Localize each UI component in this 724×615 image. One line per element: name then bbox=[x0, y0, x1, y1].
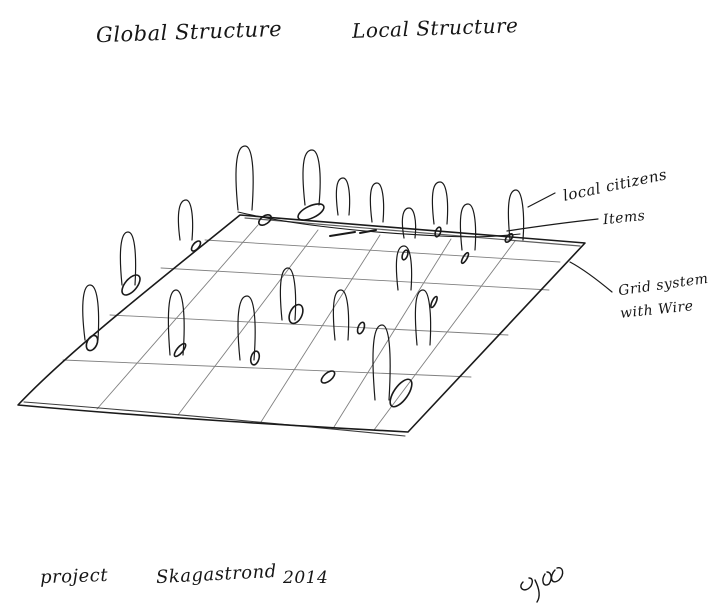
signature-icon bbox=[520, 567, 564, 603]
local-citizens bbox=[82, 145, 525, 401]
grid-outline bbox=[17, 214, 586, 433]
grid-lines bbox=[62, 224, 561, 431]
items bbox=[85, 203, 514, 408]
pointer-items bbox=[506, 218, 599, 232]
footer-year: 2014 bbox=[283, 568, 329, 588]
pointer-grid bbox=[569, 261, 613, 293]
wire bbox=[237, 211, 521, 238]
footer-project: project bbox=[39, 564, 109, 589]
pointer-citizens bbox=[527, 192, 556, 208]
